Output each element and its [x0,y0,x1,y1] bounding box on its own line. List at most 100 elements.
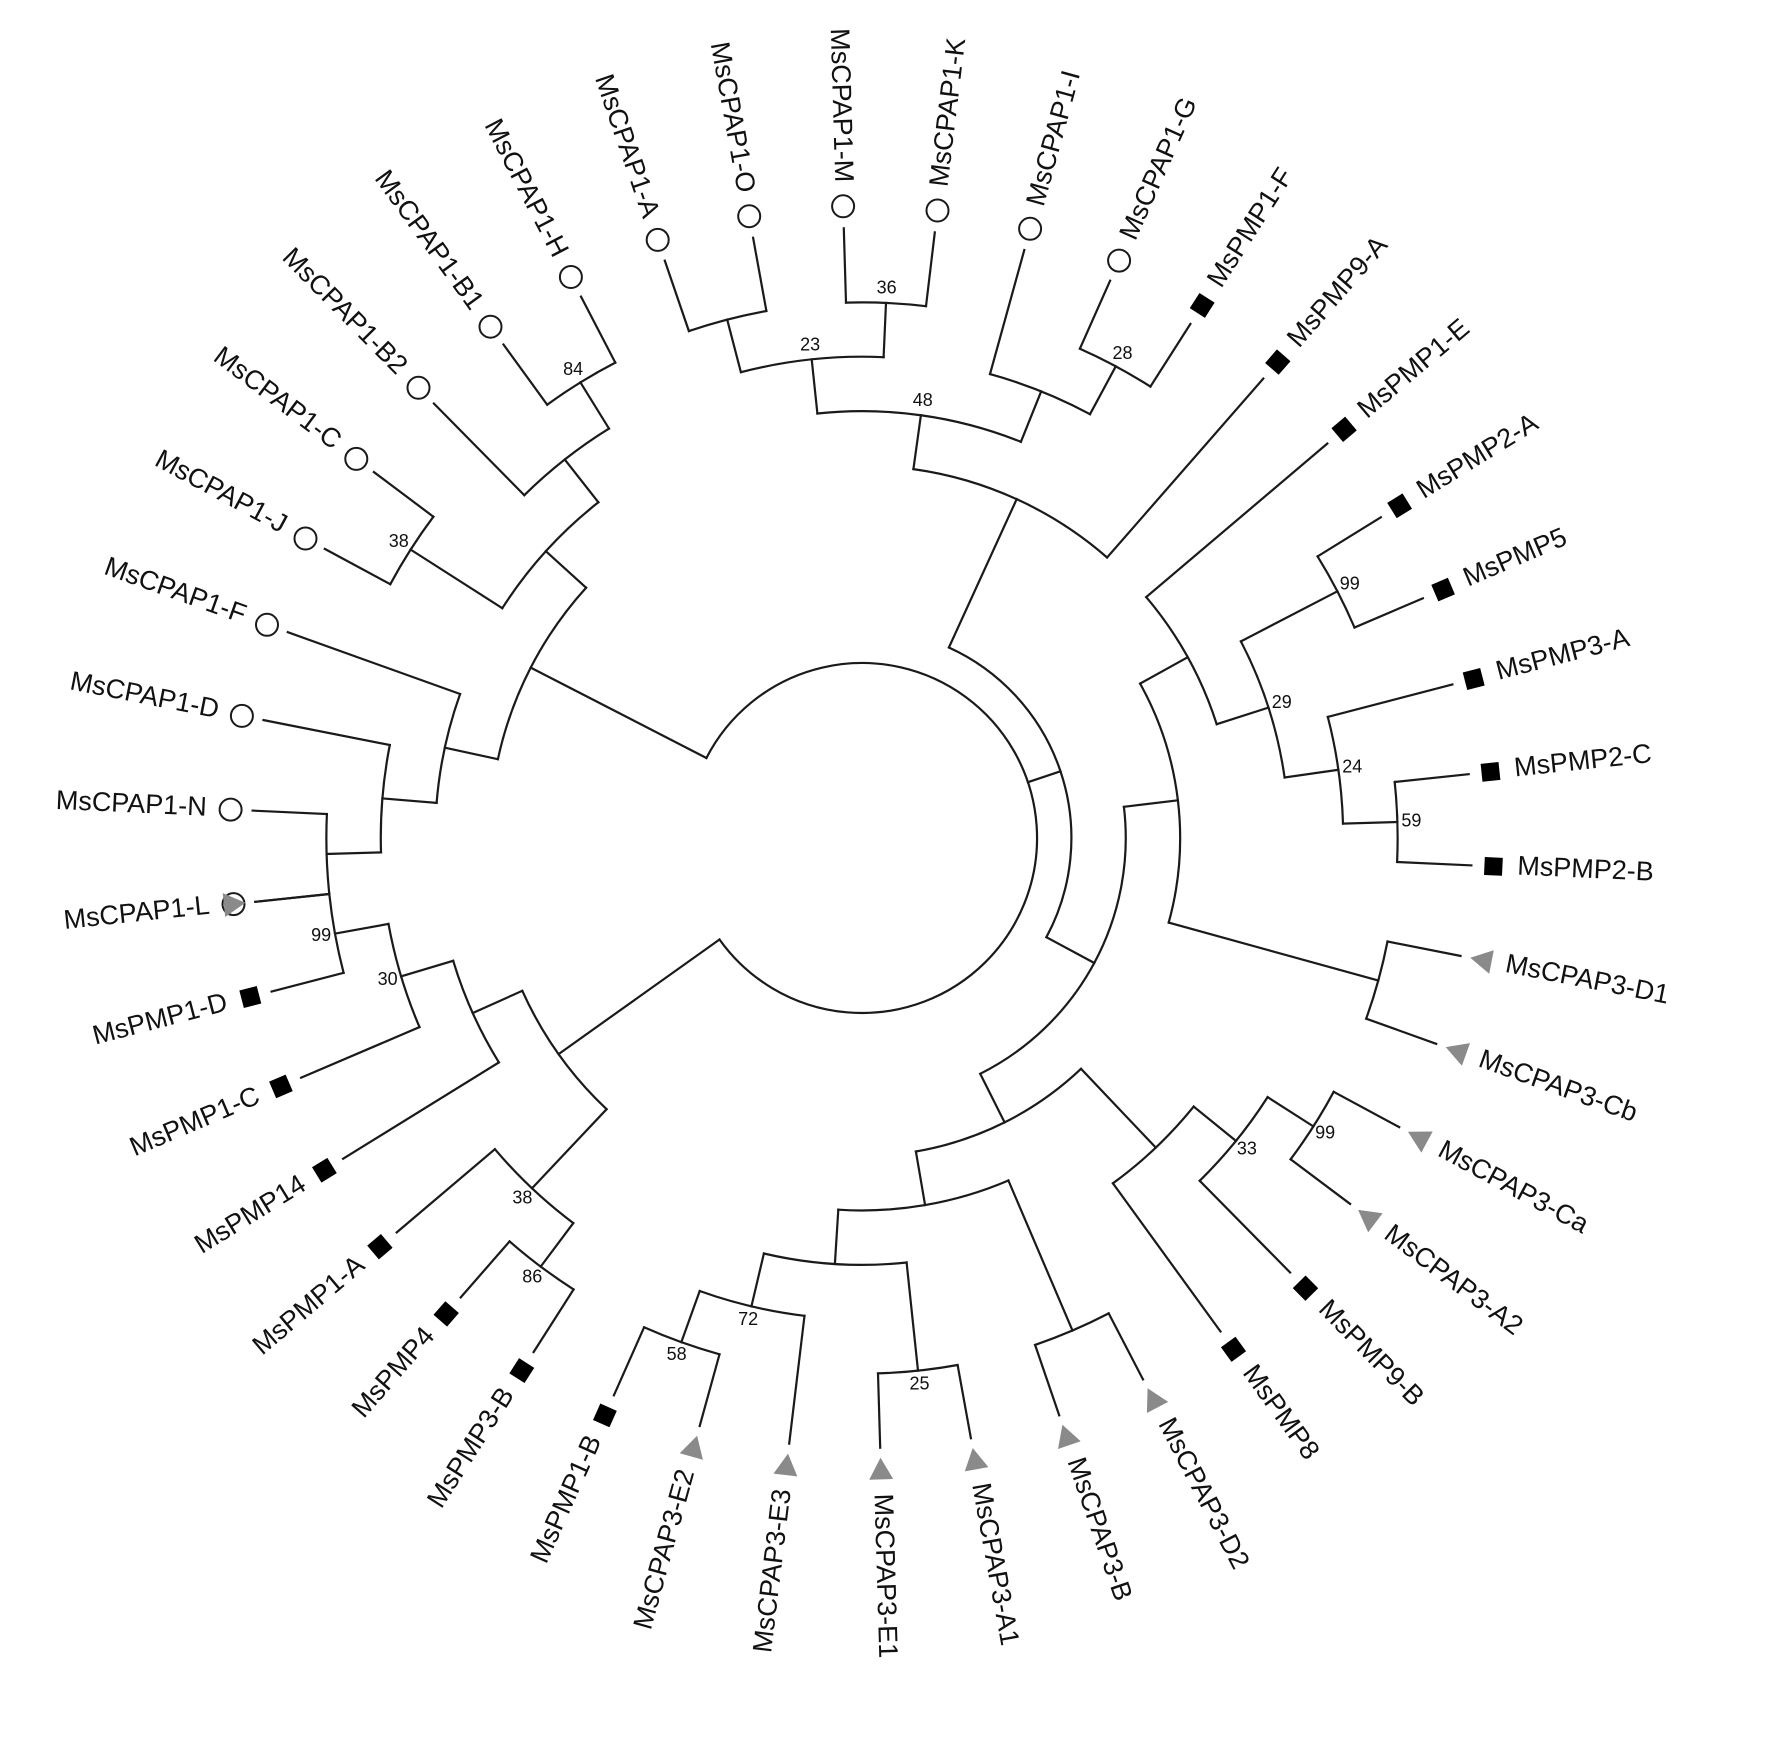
branch-line [530,1107,609,1190]
branch-arc [1316,554,1356,629]
leaf-label: MsPMP2-C [1513,738,1653,782]
gray-triangle-icon [964,1448,989,1472]
bootstrap-value: 38 [389,531,409,551]
branch-line [1239,589,1339,643]
branch-line [1316,515,1383,558]
branch-line [1332,1090,1401,1129]
open-circle-icon [255,612,279,637]
leaf-label: MsCPAP1-M [825,28,860,183]
branch-line [1107,1311,1145,1381]
branch-arc [876,1363,959,1375]
bootstrap-value: 59 [1401,810,1421,830]
branch-arc [1239,639,1286,779]
filled-diamond-icon [1292,1275,1319,1301]
branch-line [663,259,691,333]
branch-line [333,922,390,935]
leaf-label: MsPMP9-A [1281,230,1393,353]
bootstrap-value: 24 [1342,757,1362,777]
open-circle-icon [645,227,670,252]
leaf-label: MsCPAP1-F [101,551,250,629]
leaf-label: MsCPAP3-Cb [1475,1043,1641,1127]
leaf-label: MsCPAP3-A2 [1379,1218,1529,1341]
leaf-label: MsPMP2-A [1411,407,1543,504]
gray-triangle-icon [1146,1388,1169,1413]
filled-diamond-icon [1484,857,1503,876]
bootstrap-value: 99 [1315,1123,1335,1143]
branch-arc [522,427,611,497]
leaf-label: MsCPAP1-K [924,36,972,188]
branch-line [1105,377,1265,560]
bootstrap-value: 28 [1112,343,1132,363]
branch-line [1326,683,1454,719]
open-circle-icon [229,703,254,728]
filled-diamond-icon [1220,1336,1247,1362]
branch-line [842,227,848,304]
leaf-label: MsCPAP1-G [1113,92,1202,244]
branch-line [914,1150,927,1207]
open-circle-icon [831,194,856,219]
filled-diamond-icon [433,1301,459,1327]
branch-arc [704,661,1039,1015]
leaf-label: MsCPAP1-O [705,39,762,194]
branch-arc [762,1252,908,1266]
branch-line [286,630,462,696]
branch-line [876,1372,882,1449]
open-circle-icon [1018,216,1043,241]
branch-line [381,797,438,805]
leaf-label: MsCPAP3-D1 [1503,948,1672,1009]
branch-arc [837,1179,1010,1212]
branch-line [325,851,383,856]
leaf-label: MsPMP4 [346,1321,441,1423]
branch-line [1138,655,1190,686]
branch-line [1283,768,1340,779]
leaf-markers [218,194,1503,1480]
open-circle-icon [558,265,583,289]
branch-arc [451,959,501,1064]
open-circle-icon [737,204,762,229]
branch-line [557,937,722,1056]
branch-line [399,959,455,978]
branch-line [1144,442,1329,599]
branch-arc [496,586,588,761]
leaf-label: MsPMP5 [1459,522,1572,593]
branch-line [882,301,888,359]
branch-line [1033,1343,1061,1417]
branch-line [751,236,768,313]
branch-line [924,231,937,308]
leaf-label: MsPMP3-A [1493,622,1633,685]
branch-arc [912,467,1109,560]
open-circle-icon [344,446,369,471]
branch-arc [1138,682,1182,924]
branch-line [471,989,524,1015]
bootstrap-value: 86 [522,1267,542,1287]
branch-arc [500,500,600,610]
filled-diamond-icon [1480,762,1501,782]
branch-line [810,358,819,415]
open-circle-icon [293,526,318,551]
leaf-label: MsCPAP3-Ca [1433,1134,1594,1240]
bootstrap-value: 48 [913,390,933,410]
branch-arc [947,646,1073,939]
filled-diamond-icon [1431,577,1455,602]
branch-line [532,1287,576,1354]
branch-line [563,457,600,504]
branch-line [1393,772,1470,784]
branch-line [270,971,345,993]
branch-arc [1144,595,1219,726]
leaf-label: MsCPAP3-E2 [628,1466,701,1633]
branch-line [1079,1067,1158,1150]
branch-line [725,318,743,374]
branch-arc [978,805,1127,1076]
branch-line [501,342,549,407]
leaf-label: MsCPAP1-B1 [369,164,490,315]
branch-line [539,1221,575,1269]
branch-arc [1393,780,1399,864]
leaf-label: MsCPAP1-C [208,340,347,455]
branch-line [579,295,617,365]
filled-diamond-icon [312,1157,337,1183]
leaf-label: MsCPAP1-N [55,785,207,822]
tree-branches [251,227,1473,1449]
branch-line [679,1289,702,1344]
leaf-label: MsCPAP3-E3 [747,1487,797,1654]
